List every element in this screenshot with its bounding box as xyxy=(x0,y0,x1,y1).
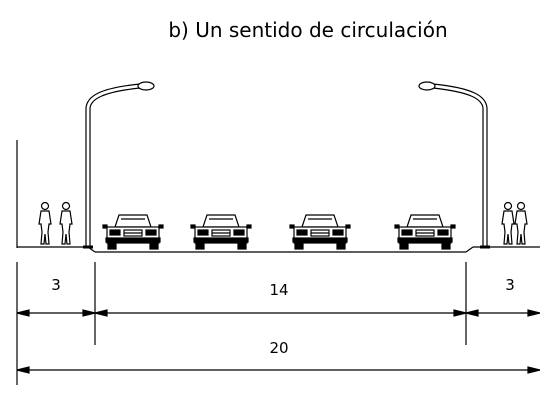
total-width-label: 20 xyxy=(269,339,288,357)
diagram-title: b) Un sentido de circulación xyxy=(168,18,447,42)
dimension-line-partial xyxy=(16,309,540,317)
street-lamp-right xyxy=(418,81,490,249)
car-icon xyxy=(190,214,252,250)
pedestrian-icon xyxy=(59,201,73,245)
pedestrian-icon xyxy=(501,201,515,245)
ground-profile xyxy=(17,246,540,253)
car-icon xyxy=(394,214,456,250)
car-icon xyxy=(102,214,164,250)
pedestrian-icon xyxy=(514,201,528,245)
car-icon xyxy=(289,214,351,250)
sidewalk-right-width-label: 3 xyxy=(505,276,515,294)
dimension-extension-lines xyxy=(16,262,467,385)
sidewalk-left-width-label: 3 xyxy=(51,276,61,294)
street-lamp-left xyxy=(83,81,155,249)
pedestrian-icon xyxy=(38,201,52,245)
dimension-line-total xyxy=(16,366,540,374)
roadway-width-label: 14 xyxy=(269,281,288,299)
